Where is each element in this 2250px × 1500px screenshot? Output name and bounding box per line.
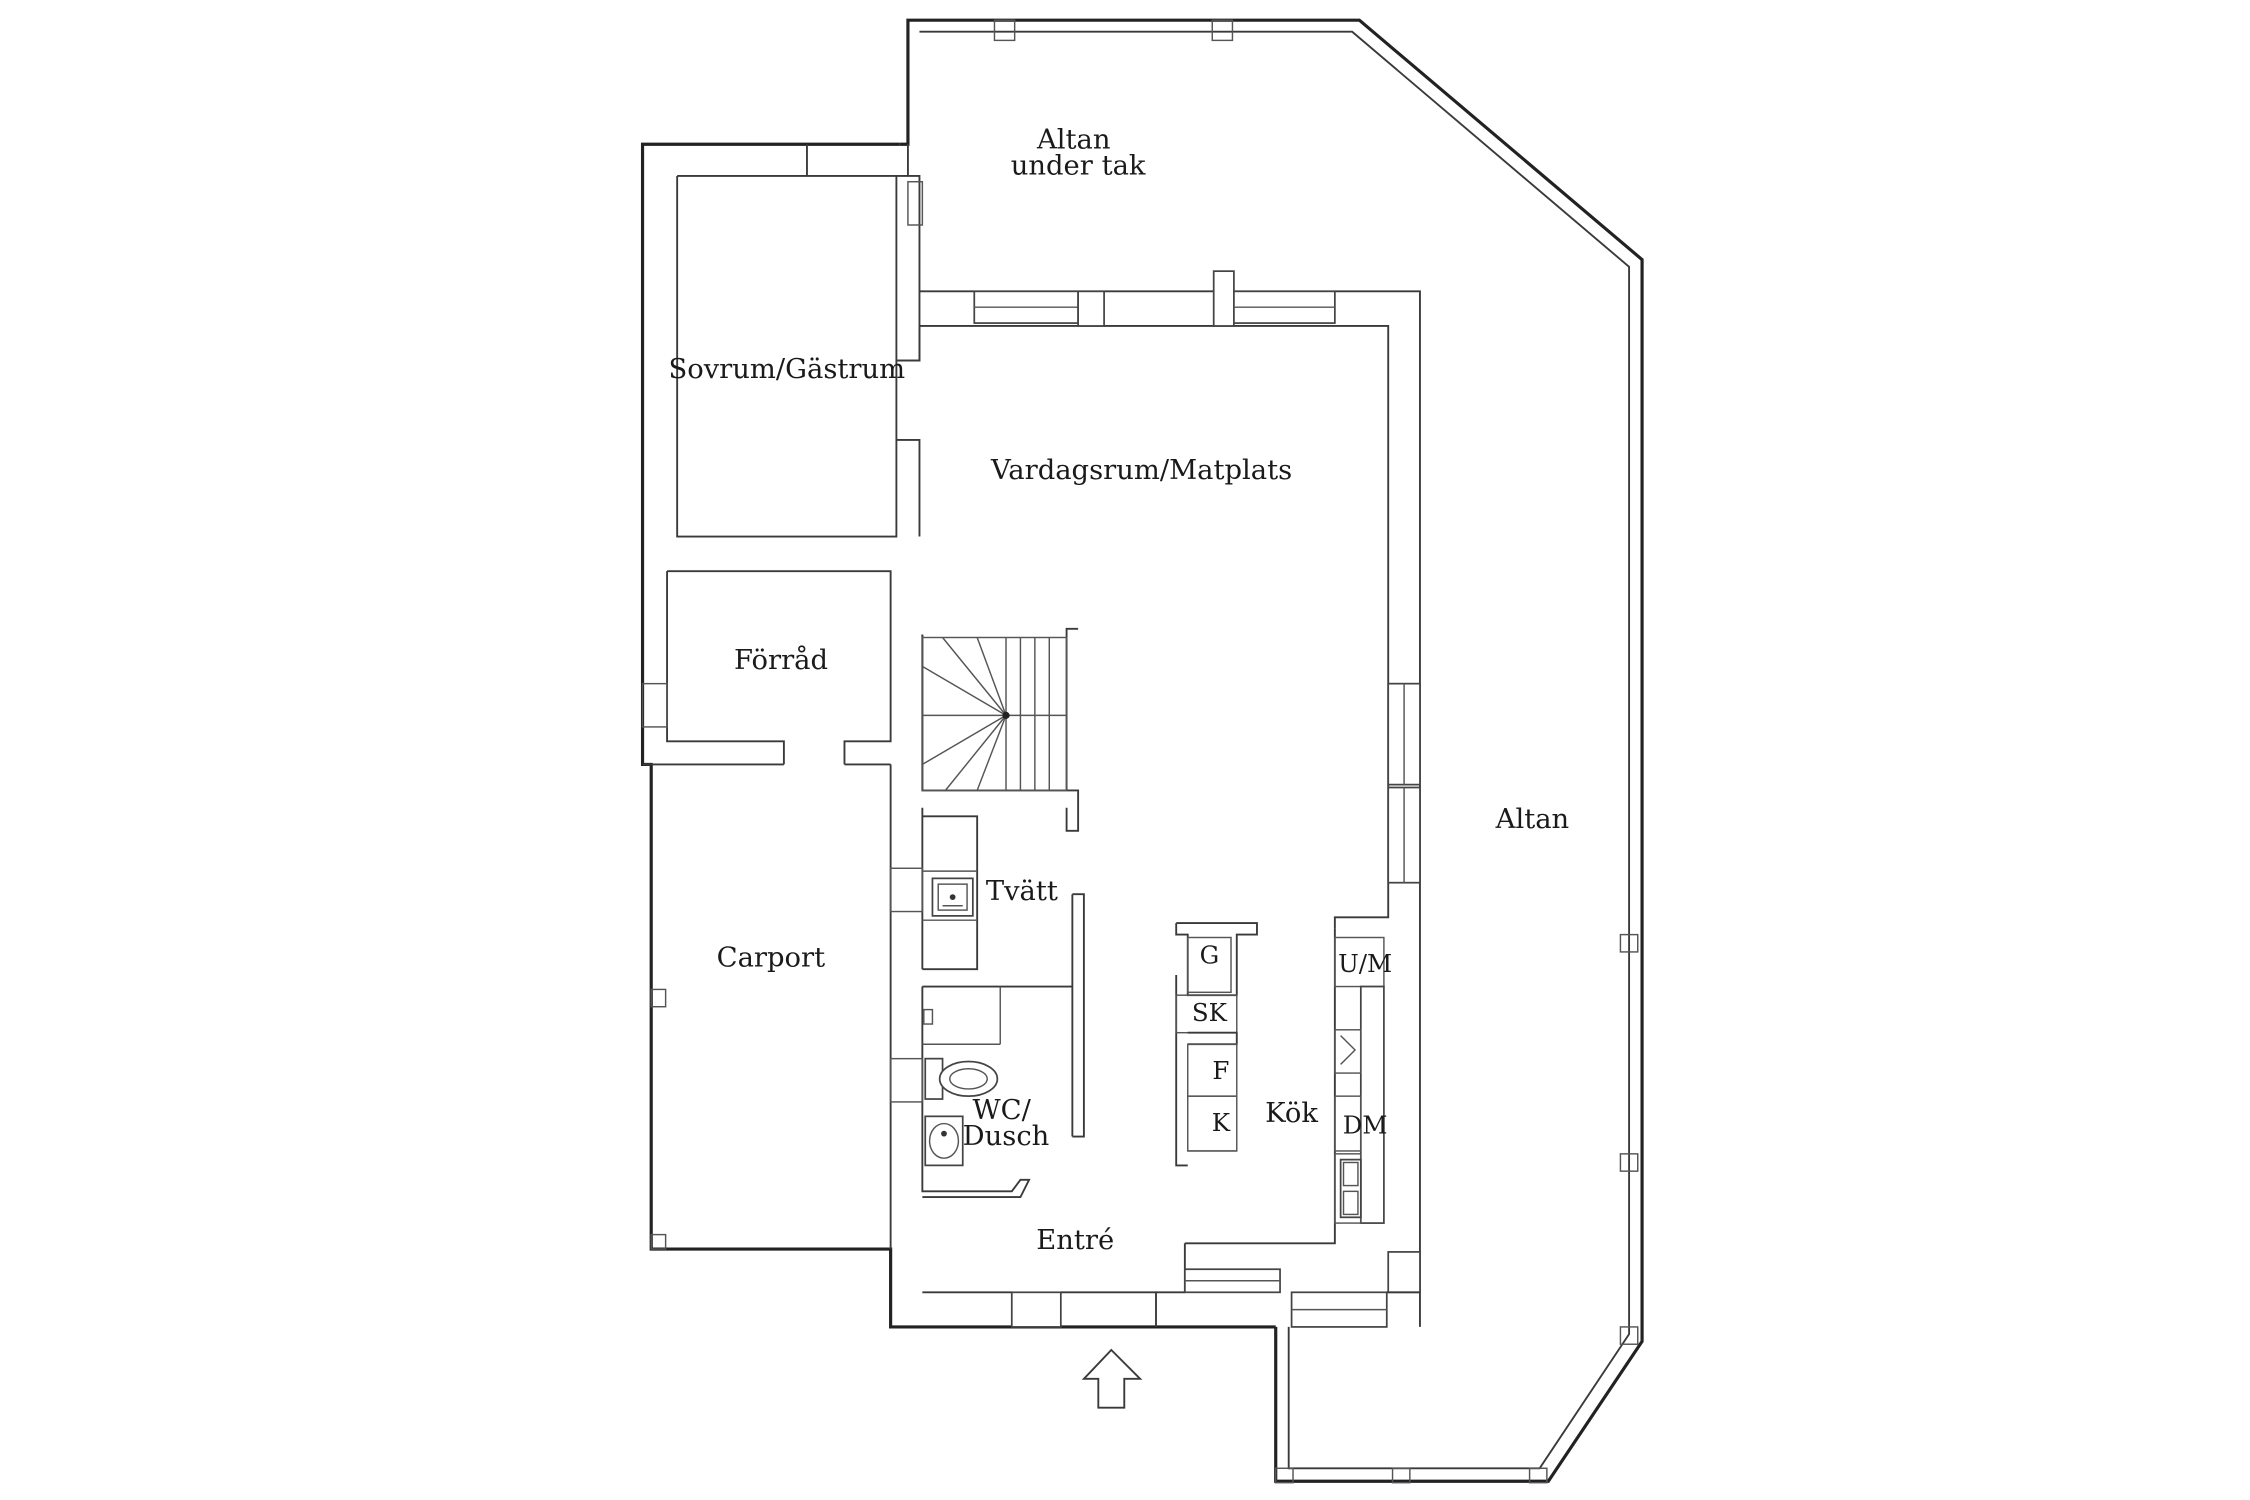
room-label-kok: Kök bbox=[1265, 1098, 1318, 1129]
room-label-wc-dusch: WC/ Dusch bbox=[963, 1095, 1050, 1152]
toilet-icon bbox=[924, 1057, 999, 1100]
altan-under-tak-outline bbox=[899, 18, 1644, 1484]
wc-dusch-room bbox=[889, 985, 1073, 1199]
room-label-entre: Entré bbox=[1036, 1225, 1114, 1256]
appliance-label-f: F bbox=[1212, 1056, 1229, 1085]
room-label-wc-line1: WC/ bbox=[972, 1095, 1031, 1126]
appliance-label-dm: DM bbox=[1343, 1111, 1388, 1140]
tvatt-room bbox=[889, 807, 1085, 1138]
room-label-wc-line2: Dusch bbox=[963, 1121, 1050, 1152]
appliance-label-k: K bbox=[1212, 1108, 1231, 1137]
entrance-arrow-icon bbox=[1081, 1348, 1143, 1409]
appliance-label-g: G bbox=[1200, 940, 1220, 969]
sink-icon bbox=[931, 877, 974, 917]
room-label-forrad: Förråd bbox=[734, 644, 828, 676]
room-label-sovrum: Sovrum/Gästrum bbox=[668, 354, 905, 385]
carport-area bbox=[650, 764, 892, 1250]
kitchen-units-right bbox=[1334, 936, 1385, 1224]
washbasin-icon bbox=[924, 1115, 964, 1167]
shower-icon bbox=[923, 1008, 934, 1025]
appliance-label-um: U/M bbox=[1338, 949, 1392, 978]
room-label-tvatt: Tvätt bbox=[986, 876, 1058, 907]
forrad-room bbox=[641, 570, 892, 766]
sink-icon bbox=[1339, 1158, 1362, 1219]
room-label-altan-under-tak-line2: under tak bbox=[1011, 151, 1146, 182]
room-label-altan: Altan bbox=[1495, 804, 1570, 835]
stair-icon bbox=[921, 627, 1080, 832]
kitchen-units-left bbox=[1175, 922, 1258, 1167]
room-label-vardagsrum: Vardagsrum/Matplats bbox=[990, 455, 1292, 486]
room-label-carport: Carport bbox=[717, 942, 826, 973]
room-label-altan-under-tak-line1: Altan bbox=[1036, 125, 1111, 156]
appliance-label-sk: SK bbox=[1192, 998, 1228, 1027]
room-label-altan-under-tak: Altan under tak bbox=[1011, 125, 1146, 182]
